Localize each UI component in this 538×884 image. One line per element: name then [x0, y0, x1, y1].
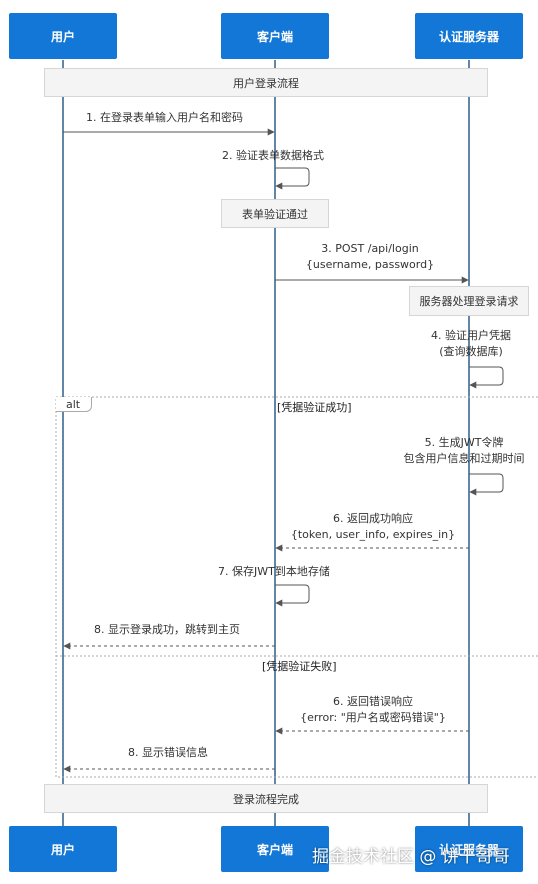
alt-label: alt [56, 397, 92, 412]
message-5-self-arrow [469, 473, 504, 496]
note-flow-done-text: 登录流程完成 [233, 792, 299, 806]
actor-server-top: 认证服务器 [415, 13, 523, 59]
actor-client-bottom: 客户端 [221, 826, 329, 872]
message-2-self-arrow [275, 167, 310, 190]
note-form-valid-text: 表单验证通过 [242, 207, 308, 221]
note-login-flow-text: 用户登录流程 [233, 76, 299, 90]
watermark-text: 掘金技术社区 @ 饼干哥哥 [312, 847, 510, 867]
actor-client-label: 客户端 [256, 29, 293, 44]
message-4-self-arrow [469, 366, 504, 389]
message-6b-label: 6. 返回错误响应 {error: "用户名或密码错误"} [296, 694, 450, 726]
message-6-label: 6. 返回成功响应 {token, user_info, expires_in} [290, 511, 456, 543]
actor-client-top: 客户端 [221, 13, 329, 59]
message-7-self-arrow [275, 584, 310, 607]
message-8-label: 8. 显示登录成功，跳转到主页 [94, 623, 240, 636]
message-3-line1: 3. POST /api/login [321, 242, 419, 255]
note-server-processing-text: 服务器处理登录请求 [419, 295, 519, 308]
guard-success: [凭据验证成功] [277, 401, 352, 414]
message-2-label: 2. 验证表单数据格式 [222, 149, 324, 162]
message-5-line1: 5. 生成JWT令牌 [424, 436, 504, 449]
guard-failure: [凭据验证失败] [262, 660, 337, 673]
actor-user-top: 用户 [9, 13, 117, 59]
note-login-flow: 用户登录流程 [44, 68, 488, 97]
actor-server-label: 认证服务器 [438, 842, 499, 857]
message-5-label: 5. 生成JWT令牌 包含用户信息和过期时间 [392, 435, 536, 467]
message-4-label: 4. 验证用户凭据 (查询数据库) [418, 328, 524, 360]
actor-user-label: 用户 [50, 29, 75, 44]
actor-server-bottom: 认证服务器 [415, 826, 523, 872]
actor-user-label: 用户 [50, 842, 75, 857]
message-1-label: 1. 在登录表单输入用户名和密码 [86, 111, 243, 124]
message-3-line2: {username, password} [305, 258, 435, 271]
message-6-line2: {token, user_info, expires_in} [290, 528, 456, 541]
actor-client-label: 客户端 [256, 842, 293, 857]
message-3-label: 3. POST /api/login {username, password} [300, 241, 440, 273]
message-8b-label: 8. 显示错误信息 [128, 746, 208, 759]
message-7-label: 7. 保存JWT到本地存储 [218, 565, 330, 578]
message-6-line1: 6. 返回成功响应 [333, 512, 413, 525]
actor-server-label: 认证服务器 [438, 29, 499, 44]
message-4-line2: (查询数据库) [439, 345, 503, 358]
message-6b-line2: {error: "用户名或密码错误"} [300, 711, 446, 724]
note-form-valid: 表单验证通过 [221, 199, 329, 228]
actor-user-bottom: 用户 [9, 826, 117, 872]
message-4-line1: 4. 验证用户凭据 [431, 329, 511, 342]
message-5-line2: 包含用户信息和过期时间 [403, 452, 525, 465]
note-server-processing: 服务器处理登录请求 [409, 286, 529, 316]
note-flow-done: 登录流程完成 [44, 784, 488, 813]
alt-frame [55, 396, 538, 778]
message-6b-line1: 6. 返回错误响应 [333, 695, 413, 708]
